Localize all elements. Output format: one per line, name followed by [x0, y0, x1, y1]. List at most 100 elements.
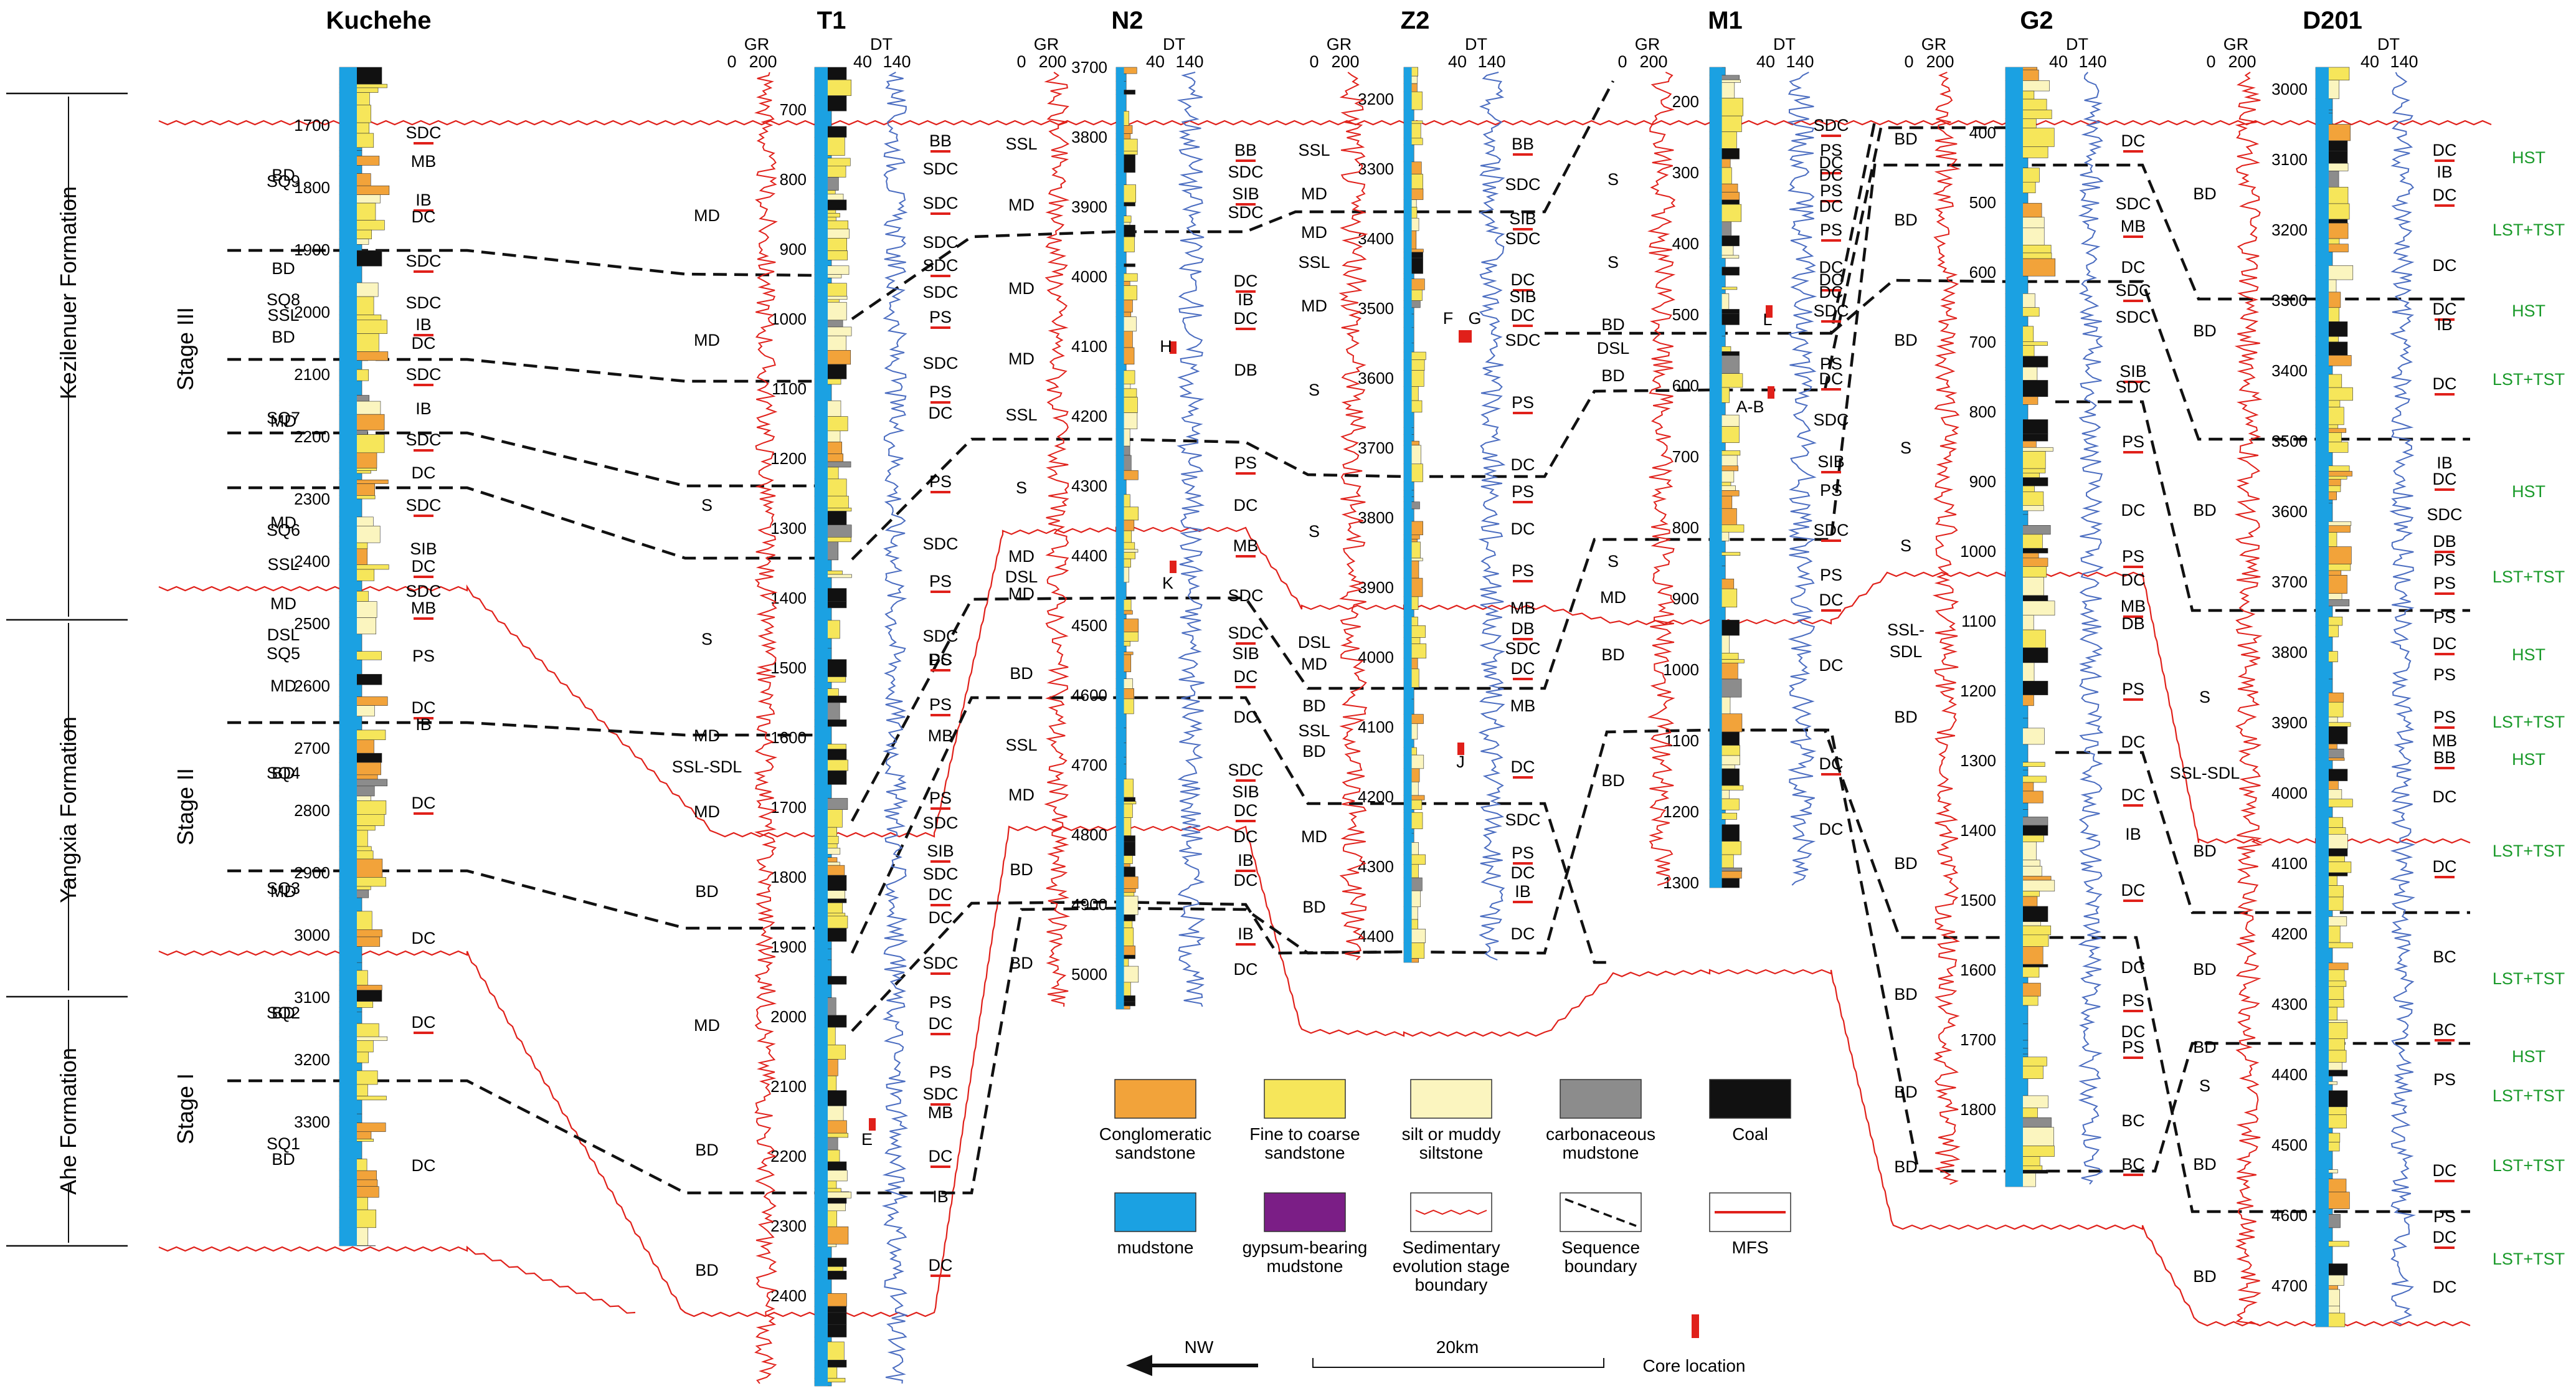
facies-label: DC — [412, 929, 436, 947]
facies-label: BD — [2193, 321, 2217, 340]
facies-label: BD — [695, 882, 719, 901]
depth-label: 700 — [1969, 333, 1996, 351]
facies-label: SDC — [922, 865, 958, 883]
facies-label: BB — [929, 131, 952, 150]
legend-swatch — [1709, 1079, 1791, 1119]
facies-label: DB — [1234, 361, 1257, 379]
facies-label: BD — [2193, 842, 2217, 860]
facies-label: S — [701, 630, 713, 648]
facies-label: BD — [272, 1004, 295, 1022]
facies-label: BD — [695, 1261, 719, 1279]
well-t1: T170080090010001100120013001400150016001… — [672, 7, 959, 1387]
facies-label: IB — [1238, 924, 1254, 943]
facies-label: BD — [1894, 854, 1918, 873]
sequence-boundary — [227, 486, 815, 560]
facies-label: DC — [412, 463, 436, 482]
sequence-boundary — [851, 163, 2470, 822]
facies-label: IB — [415, 399, 432, 418]
well-name: Z2 — [1401, 7, 1430, 34]
facies-label: DC — [1819, 270, 1844, 289]
depth-label: 1500 — [770, 658, 807, 677]
facies-label: MD — [1600, 588, 1626, 607]
facies-label: MD — [694, 206, 720, 225]
systems-tract-label: LST+TST — [2493, 221, 2565, 239]
facies-label: IB — [1238, 290, 1254, 309]
legend-coal: Coal — [1709, 1079, 1791, 1144]
facies-label: SDC — [922, 283, 958, 301]
facies-label: MB — [928, 1103, 954, 1122]
sequence-boundary — [1830, 278, 2470, 441]
legend-dashed-line — [1565, 1198, 1637, 1227]
facies-label: SSL — [1005, 736, 1037, 754]
depth-label: 1300 — [770, 519, 807, 538]
depth-label: 3700 — [1358, 439, 1394, 457]
facies-label: BD — [1894, 1083, 1918, 1101]
depth-label: 3900 — [1071, 197, 1107, 216]
facies-label: PS — [929, 695, 952, 714]
gr-max: 200 — [1331, 52, 1359, 71]
depth-label: 1600 — [770, 728, 807, 747]
facies-label: PS — [2433, 608, 2456, 627]
sequence-boundary — [851, 126, 2005, 561]
core-label: H — [1160, 337, 1172, 356]
facies-label: PS — [1512, 482, 1534, 501]
gr-curve — [1044, 72, 1071, 1007]
well-name: T1 — [817, 7, 846, 34]
depth-label: 1800 — [1960, 1100, 1996, 1119]
facies-label: DC — [2121, 881, 2146, 900]
facies-label: MD — [1008, 547, 1035, 566]
facies-label: DC — [1819, 656, 1844, 675]
depth-label: 4900 — [1071, 895, 1107, 914]
facies-label: PS — [1512, 393, 1534, 412]
facies-label: IB — [1238, 851, 1254, 870]
facies-label: BD — [2193, 501, 2217, 520]
legend-text: evolution stage — [1393, 1256, 1510, 1276]
systems-tract-label: LST+TST — [2493, 370, 2565, 389]
facies-label: SQ4 — [267, 764, 300, 782]
depth-label: 3800 — [2271, 643, 2308, 662]
facies-label: PS — [1820, 566, 1842, 584]
depth-label: 4800 — [1071, 825, 1107, 844]
facies-label: PS — [2433, 665, 2456, 684]
facies-label: MD — [270, 594, 296, 613]
depth-label: 600 — [1672, 376, 1699, 395]
mudstone-strip — [339, 67, 357, 1246]
sequence-boundary — [227, 249, 815, 277]
facies-label: DC — [2433, 1278, 2457, 1296]
dt-max: 140 — [2390, 52, 2418, 71]
dt-title: DT — [1773, 35, 1796, 54]
facies-label: BD — [1894, 331, 1918, 349]
systems-tract-label: HST — [2512, 301, 2545, 320]
facies-label: PS — [2122, 680, 2144, 698]
depth-label: 4500 — [1071, 616, 1107, 635]
facies-label: S — [2199, 1076, 2210, 1095]
facies-label: BD — [1601, 366, 1625, 385]
facies-label: SDC — [922, 954, 958, 972]
facies-label: MD — [694, 726, 720, 745]
facies-label: DC — [2433, 470, 2457, 488]
core-marker — [869, 1118, 876, 1131]
depth-label: 3600 — [1358, 369, 1394, 387]
facies-label: DC — [1819, 591, 1844, 609]
legend-text: silt or muddy — [1402, 1124, 1501, 1144]
facies-label: BD — [1601, 771, 1625, 790]
depth-label: 4700 — [1071, 756, 1107, 774]
facies-label: SDC — [1505, 331, 1540, 349]
depth-label: 3200 — [2271, 221, 2308, 239]
sequence-boundary — [227, 431, 815, 488]
depth-label: 2400 — [770, 1286, 807, 1305]
scale-bar-label: 20km — [1436, 1337, 1479, 1357]
sequence-boundary — [227, 721, 815, 737]
facies-label: SDC — [1813, 521, 1849, 539]
facies-label: BD — [2193, 1155, 2217, 1174]
well-d201: D201300031003200330034003500360037003800… — [2170, 7, 2463, 1327]
facies-label: MD — [270, 412, 296, 430]
facies-label: SIB — [927, 842, 954, 860]
depth-label: 4100 — [1358, 718, 1394, 736]
legend-text: sandstone — [1264, 1143, 1345, 1162]
stage-boundary — [158, 526, 2471, 844]
